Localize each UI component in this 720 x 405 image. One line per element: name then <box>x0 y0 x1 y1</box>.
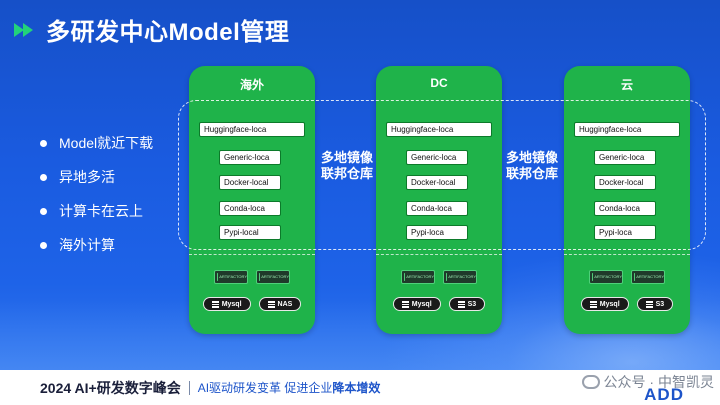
repo-huggingface: Huggingface-loca <box>386 122 492 137</box>
bullet-item: Model就近下载 <box>40 126 153 160</box>
footer-subtitle: AI驱动研发变革 促进企业降本增效 <box>197 381 381 395</box>
repo-docker: Docker-local <box>219 175 281 190</box>
repo-conda: Conda-loca <box>594 201 656 216</box>
divider <box>376 254 502 255</box>
column-dc: DC Huggingface-loca Generic-loca Docker-… <box>376 66 502 334</box>
wechat-icon <box>581 375 600 389</box>
repo-conda: Conda-loca <box>406 201 468 216</box>
artifactory-logo: ARTIFACTORY <box>401 270 435 284</box>
bullet-text: 海外计算 <box>59 237 115 253</box>
bullet-text: 异地多活 <box>59 169 115 185</box>
mirror-label-right: 多地镜像 联邦仓库 <box>505 150 558 181</box>
bullet-dot-icon <box>40 139 47 147</box>
footer-bar: 2024 AI+研发数字峰会 AI驱动研发变革 促进企业降本增效 <box>0 370 720 405</box>
slide: 多研发中心Model管理 Model就近下载 异地多活 计算卡在云上 海外计算 … <box>0 12 720 370</box>
storage-mysql: Mysql <box>202 297 251 311</box>
storage-s3: S3 <box>636 297 674 311</box>
database-icon <box>457 300 465 308</box>
storage-nas: NAS <box>258 297 302 311</box>
repo-generic: Generic-loca <box>406 150 468 165</box>
federation-dashed-frame <box>178 100 706 250</box>
artifactory-logo: ARTIFACTORY <box>631 270 665 284</box>
bullet-dot-icon <box>40 241 47 249</box>
column-overseas: 海外 Huggingface-loca Generic-loca Docker-… <box>189 66 315 334</box>
divider <box>189 254 315 255</box>
database-icon <box>267 300 275 308</box>
repo-conda: Conda-loca <box>219 201 281 216</box>
artifactory-logo: ARTIFACTORY <box>443 270 477 284</box>
repo-pypi: Pypi-local <box>219 225 281 240</box>
repo-docker: Docker-local <box>406 175 468 190</box>
database-icon <box>589 300 597 308</box>
storage-mysql: Mysql <box>580 297 629 311</box>
mirror-label-left: 多地镜像 联邦仓库 <box>320 150 373 181</box>
artifactory-row: ARTIFACTORY ARTIFACTORY <box>189 270 315 284</box>
page-title: 多研发中心Model管理 <box>46 19 290 46</box>
bullet-text: Model就近下载 <box>59 135 154 151</box>
title-bar: 多研发中心Model管理 <box>14 12 289 47</box>
repo-pypi: Pypi-loca <box>594 225 656 240</box>
column-title: DC <box>430 76 448 90</box>
bullet-item: 海外计算 <box>40 228 153 262</box>
footer-title: 2024 AI+研发数字峰会 <box>40 379 181 396</box>
add-logo: ADD <box>644 385 684 404</box>
artifactory-logo: ARTIFACTORY <box>214 270 248 284</box>
storage-mysql: Mysql <box>392 297 441 311</box>
column-cloud: 云 Huggingface-loca Generic-loca Docker-l… <box>564 66 690 334</box>
divider <box>564 254 690 255</box>
repo-generic: Generic-loca <box>594 150 656 165</box>
repo-docker: Docker-local <box>594 175 656 190</box>
wechat-watermark: 公众号 · 中智凯灵 <box>581 372 714 392</box>
artifactory-logo: ARTIFACTORY <box>256 270 290 284</box>
column-title: 云 <box>620 78 633 92</box>
repo-generic: Generic-loca <box>219 150 281 165</box>
repo-huggingface: Huggingface-loca <box>199 122 305 137</box>
bullet-item: 异地多活 <box>40 160 153 194</box>
database-icon <box>645 300 653 308</box>
bullet-dot-icon <box>40 207 47 215</box>
bullet-dot-icon <box>40 173 47 181</box>
bullet-list: Model就近下载 异地多活 计算卡在云上 海外计算 <box>40 126 153 262</box>
footer-divider <box>188 380 190 395</box>
repo-huggingface: Huggingface-loca <box>574 122 680 137</box>
artifactory-row: ARTIFACTORY ARTIFACTORY <box>376 270 502 284</box>
repo-pypi: Pypi-loca <box>406 225 468 240</box>
double-arrow-icon <box>14 20 36 40</box>
storage-row: Mysql NAS <box>189 297 315 311</box>
database-icon <box>211 300 219 308</box>
bullet-item: 计算卡在云上 <box>40 194 153 228</box>
artifactory-row: ARTIFACTORY ARTIFACTORY <box>564 270 690 284</box>
bullet-text: 计算卡在云上 <box>59 203 143 219</box>
database-icon <box>401 300 409 308</box>
storage-row: Mysql S3 <box>376 297 502 311</box>
artifactory-logo: ARTIFACTORY <box>589 270 623 284</box>
column-title: 海外 <box>239 78 264 92</box>
storage-row: Mysql S3 <box>564 297 690 311</box>
storage-s3: S3 <box>448 297 486 311</box>
